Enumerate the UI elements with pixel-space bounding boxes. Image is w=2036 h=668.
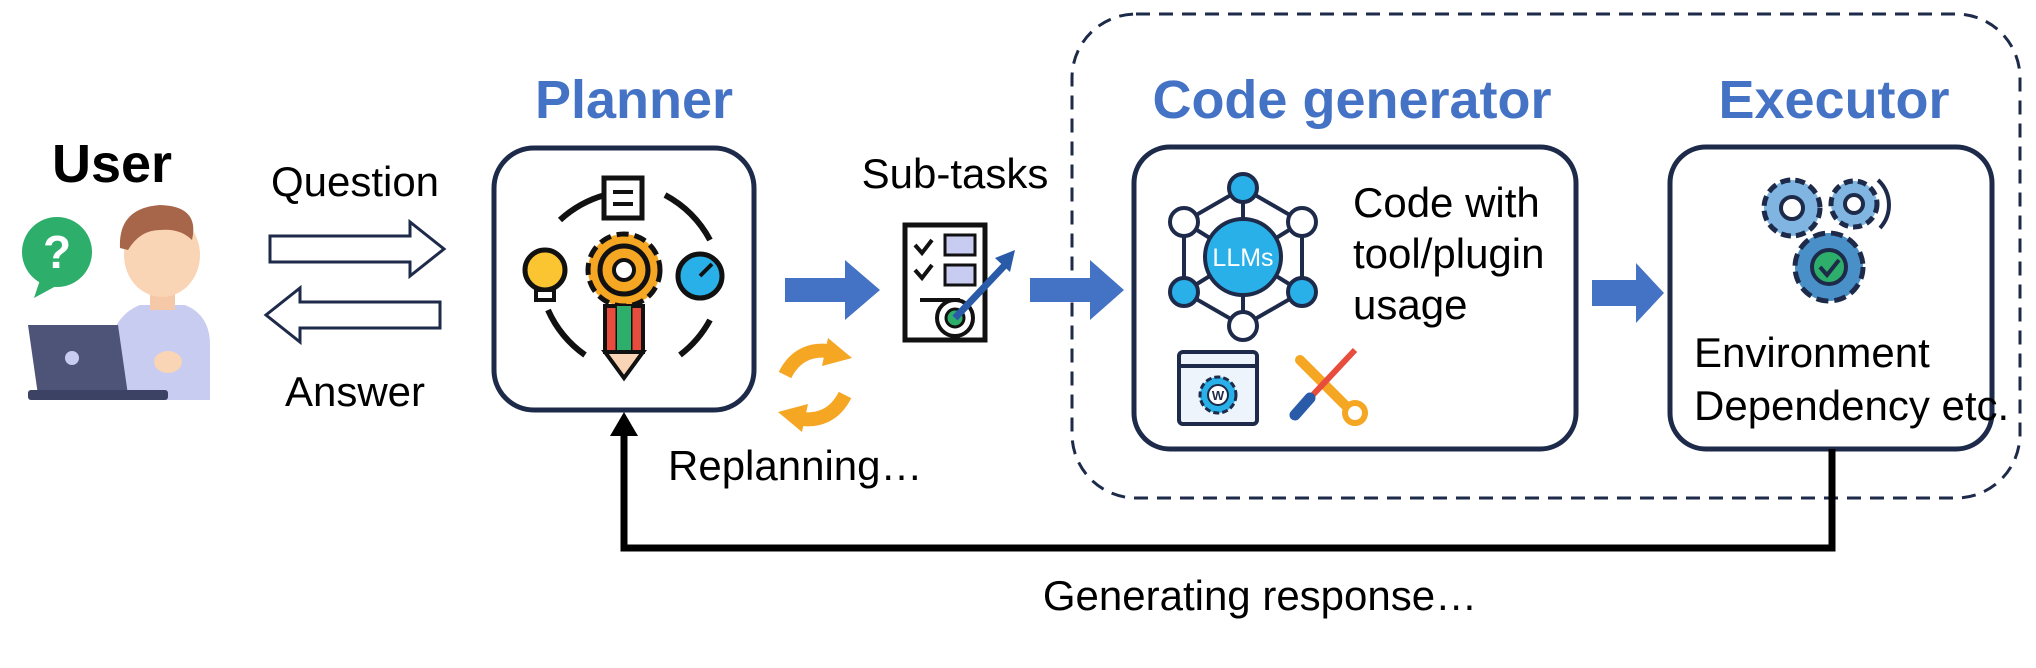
answer-arrow (263, 284, 442, 346)
planning-gear-pencil-icon (522, 175, 725, 382)
codegen-to-executor-arrow (1592, 263, 1664, 323)
question-arrow (268, 218, 447, 280)
question-label: Question (271, 158, 439, 205)
svg-text:?: ? (43, 226, 71, 278)
replanning-label: Replanning… (668, 442, 923, 489)
planner-title: Planner (535, 70, 733, 130)
subtasks-to-codegen-arrow (1030, 260, 1124, 320)
tools-icon (1289, 347, 1368, 426)
feedback-label: Generating response… (1043, 572, 1477, 619)
code-generator-desc-line-2: tool/plugin (1353, 230, 1544, 277)
web-plugin-icon: W (1177, 350, 1259, 426)
answer-label: Answer (285, 368, 425, 415)
user-laptop-icon: ? (22, 205, 210, 400)
user-title: User (52, 134, 172, 194)
feedback-loop-line (620, 434, 1836, 552)
feedback-loop-arrowhead (610, 412, 638, 436)
executor-title: Executor (1718, 70, 1949, 130)
executor-desc-line-1: Environment (1694, 329, 1930, 376)
planner-to-subtasks-arrow (785, 260, 880, 320)
subtasks-label: Sub-tasks (862, 150, 1049, 197)
llm-network-icon (1168, 172, 1318, 342)
code-generator-title: Code generator (1152, 70, 1551, 130)
executor-desc-line-2: Dependency etc. (1694, 382, 2009, 429)
llm-label: LLMs (1212, 244, 1273, 272)
code-generator-desc-line-1: Code with (1353, 179, 1540, 226)
svg-text:W: W (1212, 388, 1225, 403)
task-checklist-target-icon (902, 222, 1015, 343)
refresh-arrows-icon (778, 338, 852, 432)
code-generator-desc-line-3: usage (1353, 281, 1467, 328)
gears-check-icon (1761, 177, 1891, 304)
